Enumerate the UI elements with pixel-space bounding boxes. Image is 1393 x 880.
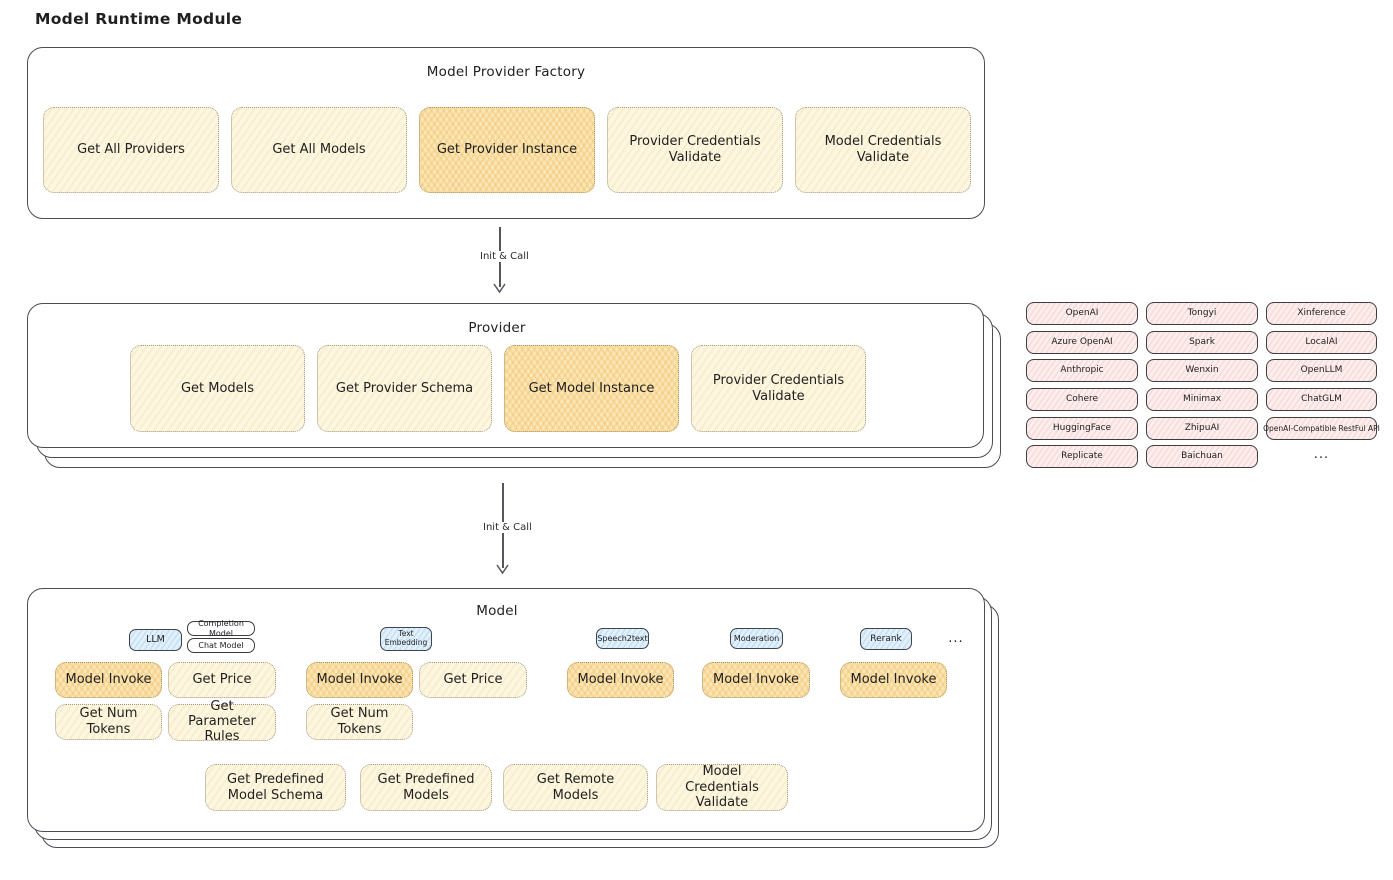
tabs-more-ellipsis: ... xyxy=(948,631,964,647)
provider-chip-openai-compatible: OpenAI-Compatible RestFul API xyxy=(1263,417,1380,440)
node-model-invoke-s2t: Model Invoke xyxy=(567,662,674,698)
provider-chip-anthropic: Anthropic xyxy=(1026,359,1138,382)
provider-title: Provider xyxy=(468,320,526,336)
arrow-down-icon xyxy=(496,564,509,575)
node-get-remote-models: Get Remote Models xyxy=(503,764,648,811)
node-get-provider-schema: Get Provider Schema xyxy=(317,345,492,432)
tab-text-embedding: Text Embedding xyxy=(380,627,432,651)
node-get-predefined-model-schema: Get Predefined Model Schema xyxy=(205,764,346,811)
node-model-invoke-llm: Model Invoke xyxy=(55,662,162,698)
node-get-model-instance: Get Model Instance xyxy=(504,345,679,432)
provider-chip-openai: OpenAI xyxy=(1026,302,1138,325)
init-call-label-1: Init & Call xyxy=(476,251,533,262)
node-get-price-llm: Get Price xyxy=(168,662,276,698)
node-get-price-te: Get Price xyxy=(419,662,527,698)
provider-chip-cohere: Cohere xyxy=(1026,388,1138,411)
node-model-credentials-validate-2: Model Credentials Validate xyxy=(656,764,788,811)
node-model-invoke-te: Model Invoke xyxy=(306,662,413,698)
provider-chip-localai: LocalAI xyxy=(1266,331,1377,354)
node-get-provider-instance: Get Provider Instance xyxy=(419,107,595,193)
page-title: Model Runtime Module xyxy=(35,10,243,28)
node-model-credentials-validate: Model Credentials Validate xyxy=(795,107,971,193)
tab-completion-model: Completion Model xyxy=(187,619,255,638)
provider-chip-replicate: Replicate xyxy=(1026,445,1138,468)
tab-rerank: Rerank xyxy=(860,628,912,650)
node-get-all-models: Get All Models xyxy=(231,107,407,193)
provider-chip-zhipuai: ZhipuAI xyxy=(1146,417,1258,440)
node-model-invoke-mod: Model Invoke xyxy=(702,662,810,698)
node-get-models: Get Models xyxy=(130,345,305,432)
node-model-invoke-rerank: Model Invoke xyxy=(840,662,947,698)
provider-chip-baichuan: Baichuan xyxy=(1146,445,1258,468)
provider-chip-wenxin: Wenxin xyxy=(1146,359,1258,382)
tab-moderation: Moderation xyxy=(730,628,783,649)
provider-chip-xinference: Xinference xyxy=(1266,302,1377,325)
node-get-num-tokens-llm: Get Num Tokens xyxy=(55,704,162,740)
provider-chip-spark: Spark xyxy=(1146,331,1258,354)
provider-chip-chatglm: ChatGLM xyxy=(1266,388,1377,411)
provider-chip-tongyi: Tongyi xyxy=(1146,302,1258,325)
model-provider-factory-title: Model Provider Factory xyxy=(426,64,586,80)
tab-llm: LLM xyxy=(129,629,182,651)
node-get-num-tokens-te: Get Num Tokens xyxy=(306,704,413,740)
tab-speech2text: Speech2text xyxy=(596,628,649,649)
provider-chip-minimax: Minimax xyxy=(1146,388,1258,411)
model-title: Model xyxy=(476,603,518,619)
provider-chip-openllm: OpenLLM xyxy=(1266,359,1377,382)
node-provider-credentials-validate: Provider Credentials Validate xyxy=(607,107,783,193)
arrow-down-icon xyxy=(493,283,506,294)
provider-chip-huggingface: HuggingFace xyxy=(1026,417,1138,440)
provider-chip-azure-openai: Azure OpenAI xyxy=(1026,331,1138,354)
providers-more-ellipsis: ... xyxy=(1313,446,1330,462)
init-call-label-2: Init & Call xyxy=(479,522,536,533)
node-get-all-providers: Get All Providers xyxy=(43,107,219,193)
node-provider-credentials-validate-2: Provider Credentials Validate xyxy=(691,345,866,432)
tab-chat-model: Chat Model xyxy=(187,638,255,653)
node-get-parameter-rules: Get Parameter Rules xyxy=(168,699,276,744)
node-get-predefined-models: Get Predefined Models xyxy=(360,764,492,811)
